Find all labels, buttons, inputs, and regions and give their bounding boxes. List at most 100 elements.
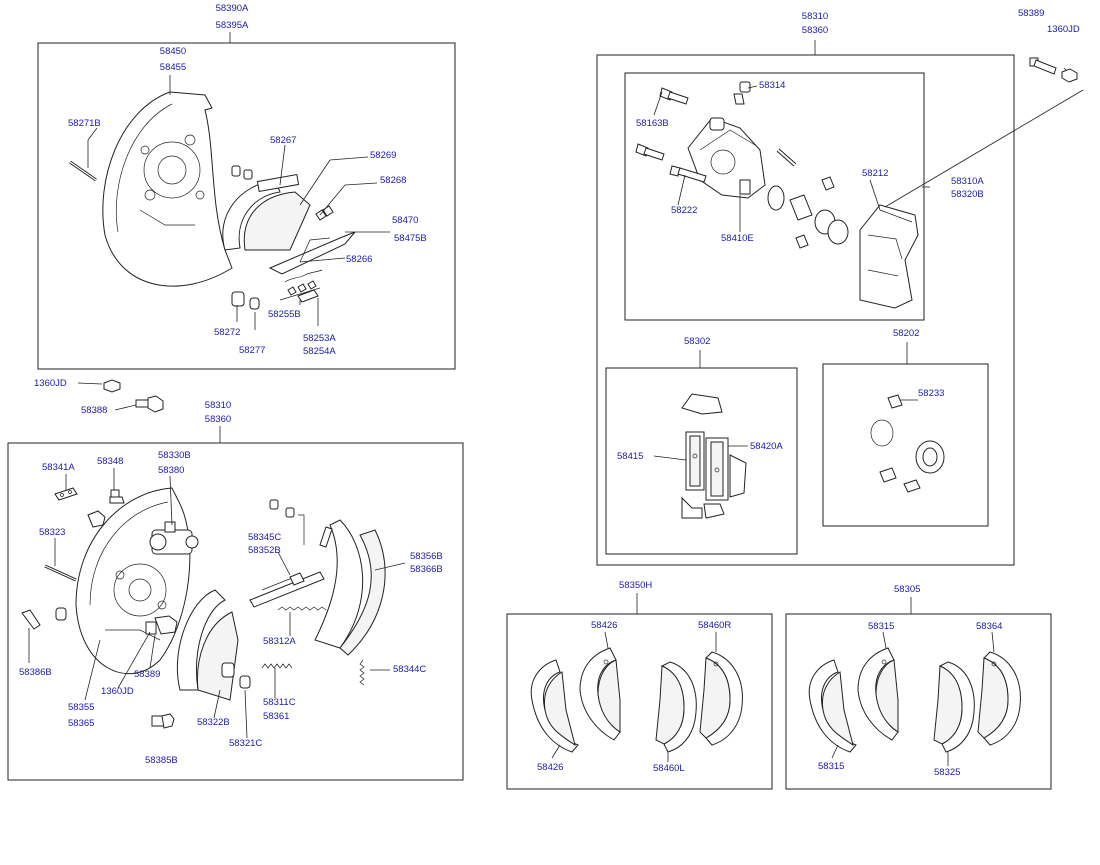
brake-shoe-58355 <box>176 589 239 701</box>
label-58356b: 58356B <box>410 551 443 562</box>
bolt-58163b <box>635 87 689 161</box>
plug-small <box>55 607 67 621</box>
label-58361: 58361 <box>263 711 289 722</box>
label-58315-bottom: 58315 <box>818 761 844 772</box>
part-labels: 58390A 58395A 58450 58455 58271B 58267 5… <box>19 3 1080 778</box>
label-58460r: 58460R <box>698 620 731 631</box>
label-1360jd-a: 1360JD <box>34 378 67 389</box>
cups-58322b <box>221 662 251 689</box>
label-58323: 58323 <box>39 527 65 538</box>
label-58202: 58202 <box>893 328 919 339</box>
shoe-set-58305-panel <box>785 613 1052 790</box>
label-58366b: 58366B <box>410 564 443 575</box>
rear-drum-brake-assembly-panel <box>7 442 464 781</box>
seal-kit-58233 <box>870 394 945 493</box>
spring-58344c <box>359 659 365 686</box>
pin-cup-b <box>285 507 295 518</box>
bleeder-58385b <box>151 713 175 729</box>
pad-set-58420a <box>681 393 747 519</box>
label-58163b: 58163B <box>636 118 669 129</box>
label-58269: 58269 <box>370 150 396 161</box>
label-58426-top: 58426 <box>591 620 617 631</box>
rear-drum-backing-plate-panel <box>37 42 456 370</box>
label-58330b: 58330B <box>158 450 191 461</box>
label-58325: 58325 <box>934 767 960 778</box>
shoe-parts-cluster <box>231 165 356 310</box>
label-58344c: 58344C <box>393 664 426 675</box>
label-58388: 58388 <box>81 405 107 416</box>
label-58470: 58470 <box>392 215 418 226</box>
label-58350h: 58350H <box>619 580 652 591</box>
label-58460l: 58460L <box>653 763 685 774</box>
bleeder-58314 <box>733 81 751 105</box>
label-58305: 58305 <box>894 584 920 595</box>
label-58395a: 58395A <box>216 20 249 31</box>
label-58389-left: 58389 <box>134 669 160 680</box>
label-58310-left: 58310 <box>205 400 231 411</box>
label-1360jd-b: 1360JD <box>101 686 134 697</box>
label-58415: 58415 <box>617 451 643 462</box>
piston-seals <box>767 176 849 249</box>
caliper-assembly-panel <box>596 54 1015 566</box>
pad-kit-panel <box>605 367 798 555</box>
label-58277: 58277 <box>239 345 265 356</box>
label-58475b: 58475B <box>394 233 427 244</box>
label-58310-right: 58310 <box>802 11 828 22</box>
label-1360jd-c: 1360JD <box>1047 24 1080 35</box>
bolt-58389-right <box>1029 57 1057 75</box>
plug-58386b <box>21 609 41 630</box>
label-58345c: 58345C <box>248 532 281 543</box>
label-58426-bottom: 58426 <box>537 762 563 773</box>
label-58365: 58365 <box>68 718 94 729</box>
label-58267: 58267 <box>270 135 296 146</box>
shoe-58460r <box>699 651 743 746</box>
label-58314: 58314 <box>759 80 785 91</box>
label-58255b: 58255B <box>268 309 301 320</box>
wheel-cylinder-58380 <box>149 521 199 555</box>
label-58455: 58455 <box>160 62 186 73</box>
bolt-58271b <box>69 160 97 182</box>
label-58352b: 58352B <box>248 545 281 556</box>
bolt-58389-left <box>145 615 178 635</box>
label-58450: 58450 <box>160 46 186 57</box>
label-58311c: 58311C <box>263 697 296 708</box>
label-58222: 58222 <box>671 205 697 216</box>
label-58212: 58212 <box>862 168 888 179</box>
label-58322b: 58322B <box>197 717 230 728</box>
label-58302: 58302 <box>684 336 710 347</box>
seal-kit-panel <box>822 363 989 527</box>
shoe-set-58350h-panel <box>506 613 773 790</box>
caliper-detail-panel <box>624 72 925 321</box>
brake-shoe-58356b <box>314 519 386 656</box>
label-58360-left: 58360 <box>205 414 231 425</box>
guide-pin-58222 <box>669 165 707 183</box>
shoe-58426-a <box>530 659 579 753</box>
label-58253a: 58253A <box>303 333 336 344</box>
label-58272: 58272 <box>214 327 240 338</box>
label-58271b: 58271B <box>68 118 101 129</box>
label-58312a: 58312A <box>263 636 296 647</box>
label-58341a: 58341A <box>42 462 75 473</box>
backing-plate-58450 <box>102 91 233 287</box>
pin-cup-a <box>269 499 279 510</box>
label-58233: 58233 <box>918 388 944 399</box>
shoe-58460l <box>655 661 697 753</box>
nut-1360jd-right <box>1061 68 1078 83</box>
label-58380: 58380 <box>158 465 184 476</box>
shoe-58315-b <box>857 647 899 741</box>
caliper-body-58410e <box>687 117 766 199</box>
bracket-58212 <box>859 204 919 309</box>
spring-58312a <box>277 606 327 611</box>
label-58254a: 58254A <box>303 346 336 357</box>
label-58266: 58266 <box>346 254 372 265</box>
label-58385b: 58385B <box>145 755 178 766</box>
label-58389-right: 58389 <box>1018 8 1044 19</box>
label-58355: 58355 <box>68 702 94 713</box>
bleeder-58348 <box>109 489 125 504</box>
label-58348: 58348 <box>97 456 123 467</box>
label-58390a: 58390A <box>216 3 249 14</box>
label-58410e: 58410E <box>721 233 754 244</box>
shoe-58325 <box>933 661 975 753</box>
